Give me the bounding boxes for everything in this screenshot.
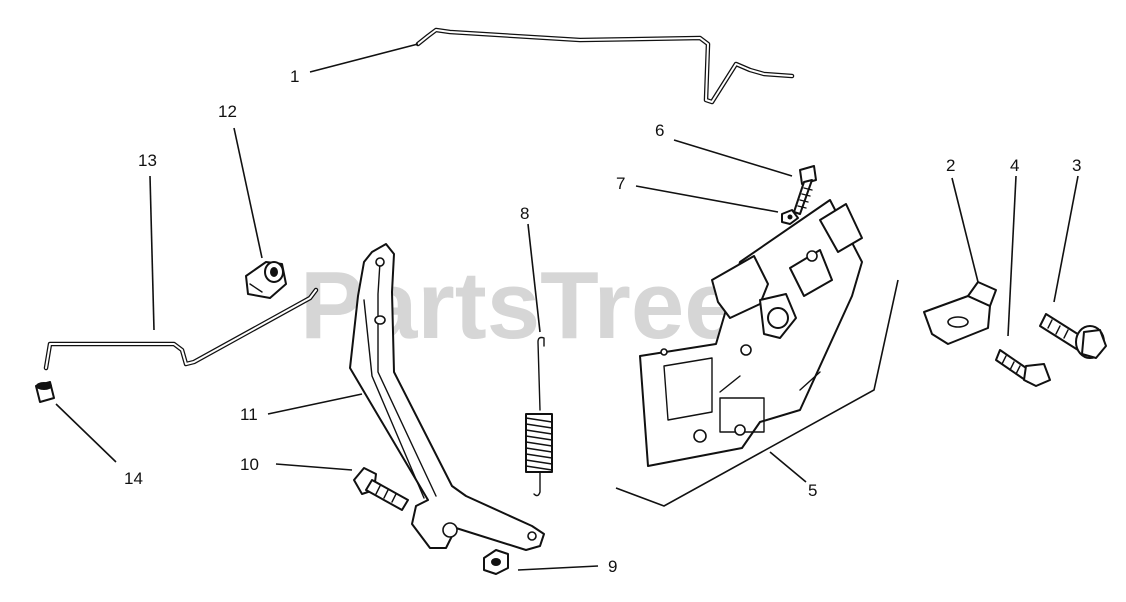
leader-11 bbox=[267, 393, 363, 415]
part-1-control-rod[interactable] bbox=[415, 27, 795, 105]
callout-2: 2 bbox=[946, 156, 955, 175]
part-7-nut[interactable] bbox=[781, 209, 799, 225]
callout-14: 14 bbox=[124, 469, 143, 488]
part-13-link-rod[interactable] bbox=[43, 287, 319, 371]
part-11-control-lever[interactable] bbox=[349, 243, 545, 551]
part-5-bracket-lines bbox=[615, 279, 899, 507]
leader-14 bbox=[55, 403, 117, 463]
part-10-bolt[interactable] bbox=[353, 467, 409, 511]
leader-lines bbox=[55, 43, 1079, 571]
part-12-clip[interactable] bbox=[245, 261, 287, 299]
callout-6: 6 bbox=[655, 121, 664, 140]
leader-4 bbox=[1007, 175, 1017, 337]
leader-7 bbox=[635, 185, 779, 213]
leader-6 bbox=[673, 139, 793, 177]
leader-2 bbox=[951, 177, 979, 283]
part-14-cap[interactable] bbox=[35, 381, 55, 403]
part-5-control-plate[interactable] bbox=[639, 199, 863, 467]
part-6-screw[interactable] bbox=[793, 165, 817, 215]
leader-12 bbox=[233, 127, 263, 259]
callout-12: 12 bbox=[218, 102, 237, 121]
callout-4: 4 bbox=[1010, 156, 1019, 175]
callout-10: 10 bbox=[240, 455, 259, 474]
part-2-bracket[interactable] bbox=[923, 281, 997, 345]
callout-5: 5 bbox=[808, 481, 817, 500]
leader-13 bbox=[149, 175, 155, 331]
leader-1 bbox=[309, 43, 419, 73]
callout-13: 13 bbox=[138, 151, 157, 170]
leader-8 bbox=[527, 223, 541, 333]
part-4-bolt[interactable] bbox=[995, 349, 1051, 387]
callout-7: 7 bbox=[616, 174, 625, 193]
callout-9: 9 bbox=[608, 557, 617, 576]
callout-11: 11 bbox=[240, 405, 258, 424]
leader-9 bbox=[517, 565, 599, 571]
part-8-spring[interactable] bbox=[525, 336, 553, 497]
callout-8: 8 bbox=[520, 204, 529, 223]
part-3-flange-bolt[interactable] bbox=[1039, 313, 1107, 359]
callout-3: 3 bbox=[1072, 156, 1081, 175]
part-9-nut[interactable] bbox=[483, 549, 509, 575]
callout-labels: 1 12 13 14 11 10 8 9 6 7 5 2 4 3 bbox=[124, 67, 1081, 576]
leader-3 bbox=[1053, 175, 1079, 303]
callout-1: 1 bbox=[290, 67, 299, 86]
leader-5 bbox=[769, 451, 807, 483]
leader-10 bbox=[275, 463, 353, 471]
